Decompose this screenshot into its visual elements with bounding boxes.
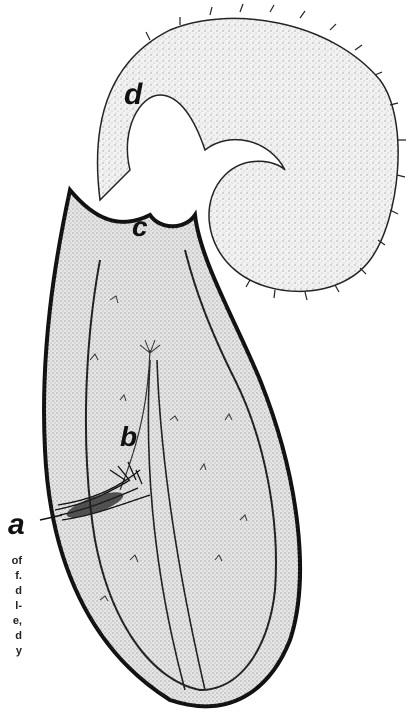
label-d: d — [124, 78, 143, 111]
caption-line: l- — [0, 599, 22, 614]
caption-line: f. — [0, 569, 22, 584]
caption-line: y — [0, 644, 22, 659]
label-a: a — [8, 508, 25, 541]
label-c: c — [132, 211, 148, 242]
caption-line: d — [0, 629, 22, 644]
caption-line: d — [0, 584, 22, 599]
caption-line: of — [0, 554, 22, 569]
caption-line: e, — [0, 614, 22, 629]
caption-fragment: of f. d l- e, d y — [0, 554, 22, 659]
label-b: b — [120, 421, 137, 452]
